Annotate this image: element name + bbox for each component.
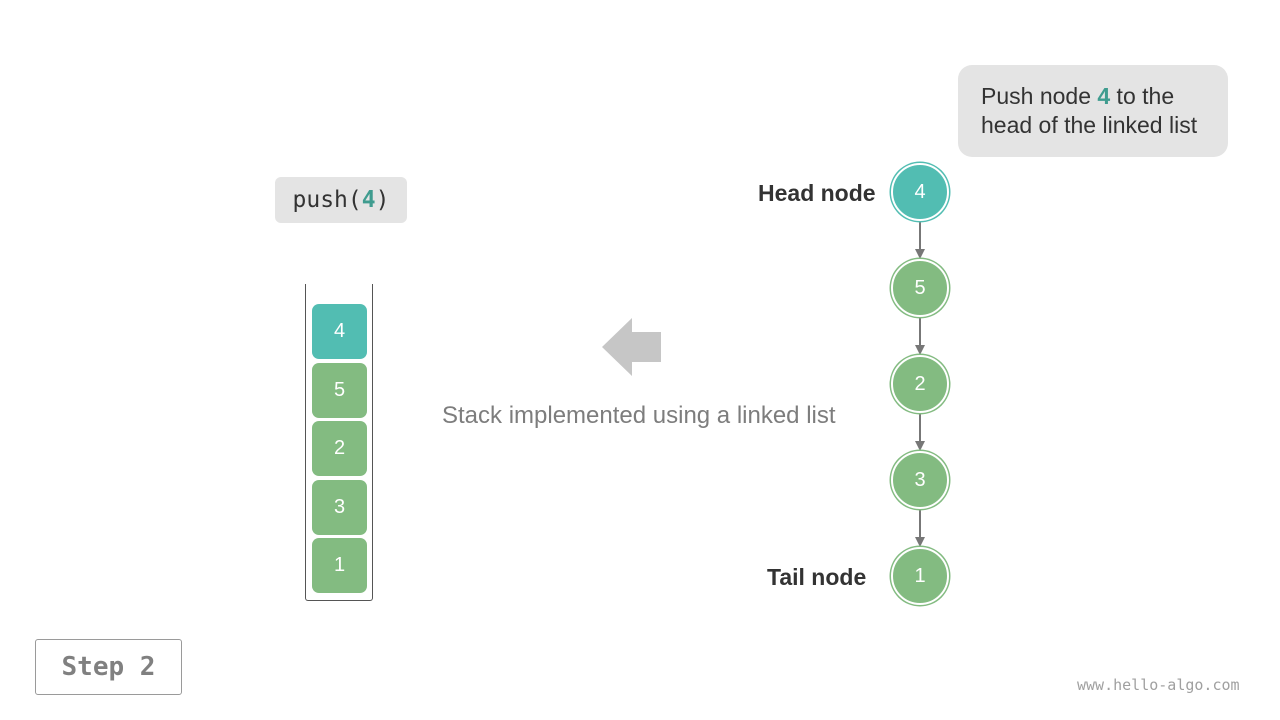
list-node: 3 bbox=[891, 451, 949, 509]
list-node: 1 bbox=[891, 547, 949, 605]
callout-value: 4 bbox=[1097, 83, 1111, 109]
left-arrow-shape bbox=[602, 318, 661, 376]
watermark: www.hello-algo.com bbox=[1077, 676, 1240, 694]
push-operation-label: push(4) bbox=[275, 177, 407, 223]
diagram-caption: Stack implemented using a linked list bbox=[442, 402, 836, 429]
stack-item: 5 bbox=[312, 363, 367, 418]
callout-line-1: Push node 4 to the head of the linked li… bbox=[981, 82, 1228, 140]
callout-suffix: to the head of the linked list bbox=[981, 83, 1198, 138]
stack-item: 3 bbox=[312, 480, 367, 535]
head-node-label: Head node bbox=[758, 180, 876, 206]
step-indicator: Step 2 bbox=[35, 639, 182, 695]
stack-item: 2 bbox=[312, 421, 367, 476]
list-node: 2 bbox=[891, 355, 949, 413]
operation-callout: Push node 4 to the head of the linked li… bbox=[958, 65, 1228, 157]
stack-item: 4 bbox=[312, 304, 367, 359]
push-function-name: push( bbox=[292, 187, 362, 213]
left-arrow-icon bbox=[602, 318, 661, 376]
callout-prefix: Push node bbox=[981, 83, 1098, 109]
stack-item: 1 bbox=[312, 538, 367, 593]
push-argument: 4 bbox=[361, 187, 376, 213]
stack-container bbox=[305, 284, 373, 601]
list-node: 4 bbox=[891, 163, 949, 221]
push-close-paren: ) bbox=[375, 187, 390, 213]
tail-node-label: Tail node bbox=[767, 564, 867, 590]
list-node: 5 bbox=[891, 259, 949, 317]
